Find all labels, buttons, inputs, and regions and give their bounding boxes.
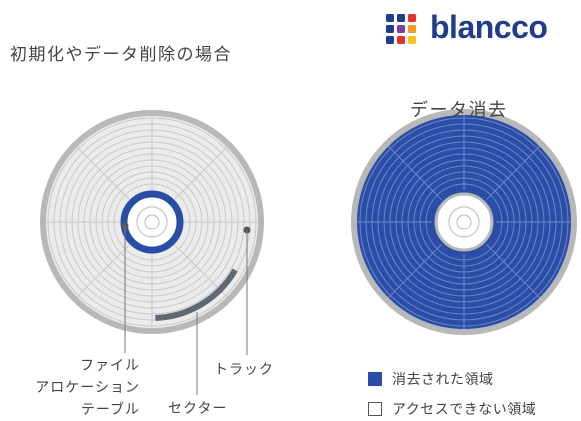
legend-item-erased: 消去された領域	[368, 369, 494, 389]
legend-item-inaccessible: アクセスできない領域	[368, 399, 536, 419]
inaccessible-swatch	[368, 402, 382, 416]
fat-label-line-1: ファイル	[80, 358, 140, 374]
sector-line	[76, 244, 130, 298]
brand-wordmark: blancco	[430, 9, 548, 45]
erased-swatch	[368, 372, 382, 386]
sector-line	[486, 244, 541, 299]
right-disk-hub	[456, 214, 472, 230]
right-panel-title: データ消去	[410, 100, 508, 121]
sector-label: セクター	[168, 401, 228, 417]
sector-line	[174, 146, 228, 200]
legend-label-inaccessible: アクセスできない領域	[392, 402, 537, 418]
right-disk	[351, 109, 577, 335]
sector-highlight	[155, 268, 238, 321]
fat-label: ファイル アロケーション テーブル	[35, 355, 140, 421]
left-panel-title: 初期化やデータ削除の場合	[10, 45, 232, 65]
sector-line	[387, 244, 442, 299]
right-disk-sector-lines	[357, 115, 571, 329]
sector-line	[486, 145, 541, 200]
left-disk	[40, 110, 264, 395]
blancco-logo-icon	[386, 14, 416, 44]
fat-label-line-2: アロケーション	[35, 380, 140, 396]
left-disk-hub	[144, 214, 160, 230]
left-disk-sector-lines	[46, 116, 258, 328]
fat-label-line-3: テーブル	[80, 402, 140, 418]
sector-line	[387, 145, 442, 200]
legend-label-erased: 消去された領域	[392, 372, 494, 388]
track-label: トラック	[214, 362, 274, 378]
sector-line	[76, 146, 130, 200]
